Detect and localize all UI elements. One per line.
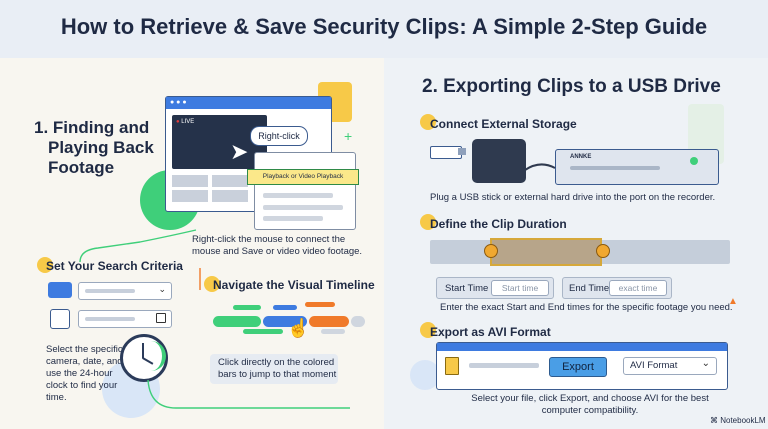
export-button[interactable]: Export [549,357,607,377]
chevron-down-icon: ⌄ [158,284,166,294]
clock-icon[interactable] [120,334,168,382]
duration-title: Define the Clip Duration [430,217,567,231]
monitor-titlebar: ● ● ● [166,97,331,109]
export-window-titlebar [437,343,727,351]
end-handle-icon[interactable] [596,244,610,258]
thumb-grid [172,175,322,203]
section1-title: 1. Finding and Playing Back Footage [34,118,174,178]
recorder-brand: ANNKE [570,154,592,160]
connect-title: Connect External Storage [430,117,577,131]
plus-decoration: + [344,128,353,144]
timeline-title: Navigate the Visual Timeline [213,278,375,292]
section1-title-line1: 1. Finding and [34,118,150,137]
notebooklm-icon: ⌘ [710,416,718,425]
video-preview[interactable]: ● LIVE ➤ [172,115,267,169]
footer-brand: NotebookLM [720,416,766,425]
file-icon[interactable] [445,357,459,375]
live-badge: ● LIVE [176,119,195,125]
start-time-group: Start Time Start time [436,277,554,299]
timeline-bars[interactable] [213,300,373,340]
section2-title: 2. Exporting Clips to a USB Drive [422,76,721,97]
section1-title-line3: Footage [48,158,115,177]
criteria-description: Select the specific camera, date, and us… [46,344,123,403]
bullet-dot [37,257,53,273]
format-select[interactable]: AVI Format ⌄ [623,357,717,375]
notebooklm-logo: ⌘ NotebookLM [710,416,766,425]
bullet-dot [420,214,436,230]
hand-cursor-icon: ☝ [287,318,310,338]
format-select-value: AVI Format [630,360,678,371]
camera-select[interactable]: ⌄ [78,282,172,300]
playback-caption: Right-click the mouse to connect the mou… [192,234,363,257]
avi-caption: Select your file, click Export, and choo… [471,393,709,416]
recorder-device: ANNKE [555,149,719,185]
bullet-dot [420,114,436,130]
timeline-bar-green[interactable] [213,316,261,327]
bullet-dot [204,276,220,292]
timeline-bar-orange[interactable] [309,316,349,327]
export-window: Export AVI Format ⌄ [436,342,728,390]
duration-caption: Enter the exact Start and End times for … [440,302,733,313]
cursor-icon: ➤ [230,139,249,164]
usb-plug [458,148,466,155]
camera-icon [48,282,72,298]
usb-cable [524,163,556,171]
date-select[interactable] [78,310,172,328]
connect-caption: Plug a USB stick or external hard drive … [430,192,716,203]
bullet-dot [420,322,436,338]
timeline-bar-gray[interactable] [351,316,365,327]
start-time-input[interactable]: Start time [491,280,549,296]
end-time-input[interactable]: exact time [609,280,667,296]
avi-blue-circle-decoration [410,360,440,390]
end-time-group: End Time exact time [562,277,672,299]
avi-title: Export as AVI Format [430,325,551,339]
end-time-label: End Time [569,283,610,294]
context-menu-window: Playback or Video Playback [247,152,359,230]
page-title: How to Retrieve & Save Security Clips: A… [60,14,708,39]
connector-lines [79,229,350,409]
hard-drive-icon [472,139,526,183]
calendar-icon [50,309,70,329]
orange-triangle-decoration: ▲ [728,296,738,307]
timeline-caption: Click directly on the colored bars to ju… [210,354,338,384]
context-menu-item-playback[interactable]: Playback or Video Playback [247,169,359,185]
timeline-bar-blue[interactable] [263,316,307,327]
section1-title-line2: Playing Back [48,138,154,157]
calendar-small-icon [156,313,166,323]
right-click-tooltip: Right-click [250,126,308,146]
criteria-title: Set Your Search Criteria [46,259,183,273]
clip-selection[interactable] [490,238,602,266]
chevron-down-icon: ⌄ [701,358,710,369]
start-handle-icon[interactable] [484,244,498,258]
window-dots-icon: ● ● ● [170,99,187,106]
start-time-label: Start Time [445,283,489,294]
